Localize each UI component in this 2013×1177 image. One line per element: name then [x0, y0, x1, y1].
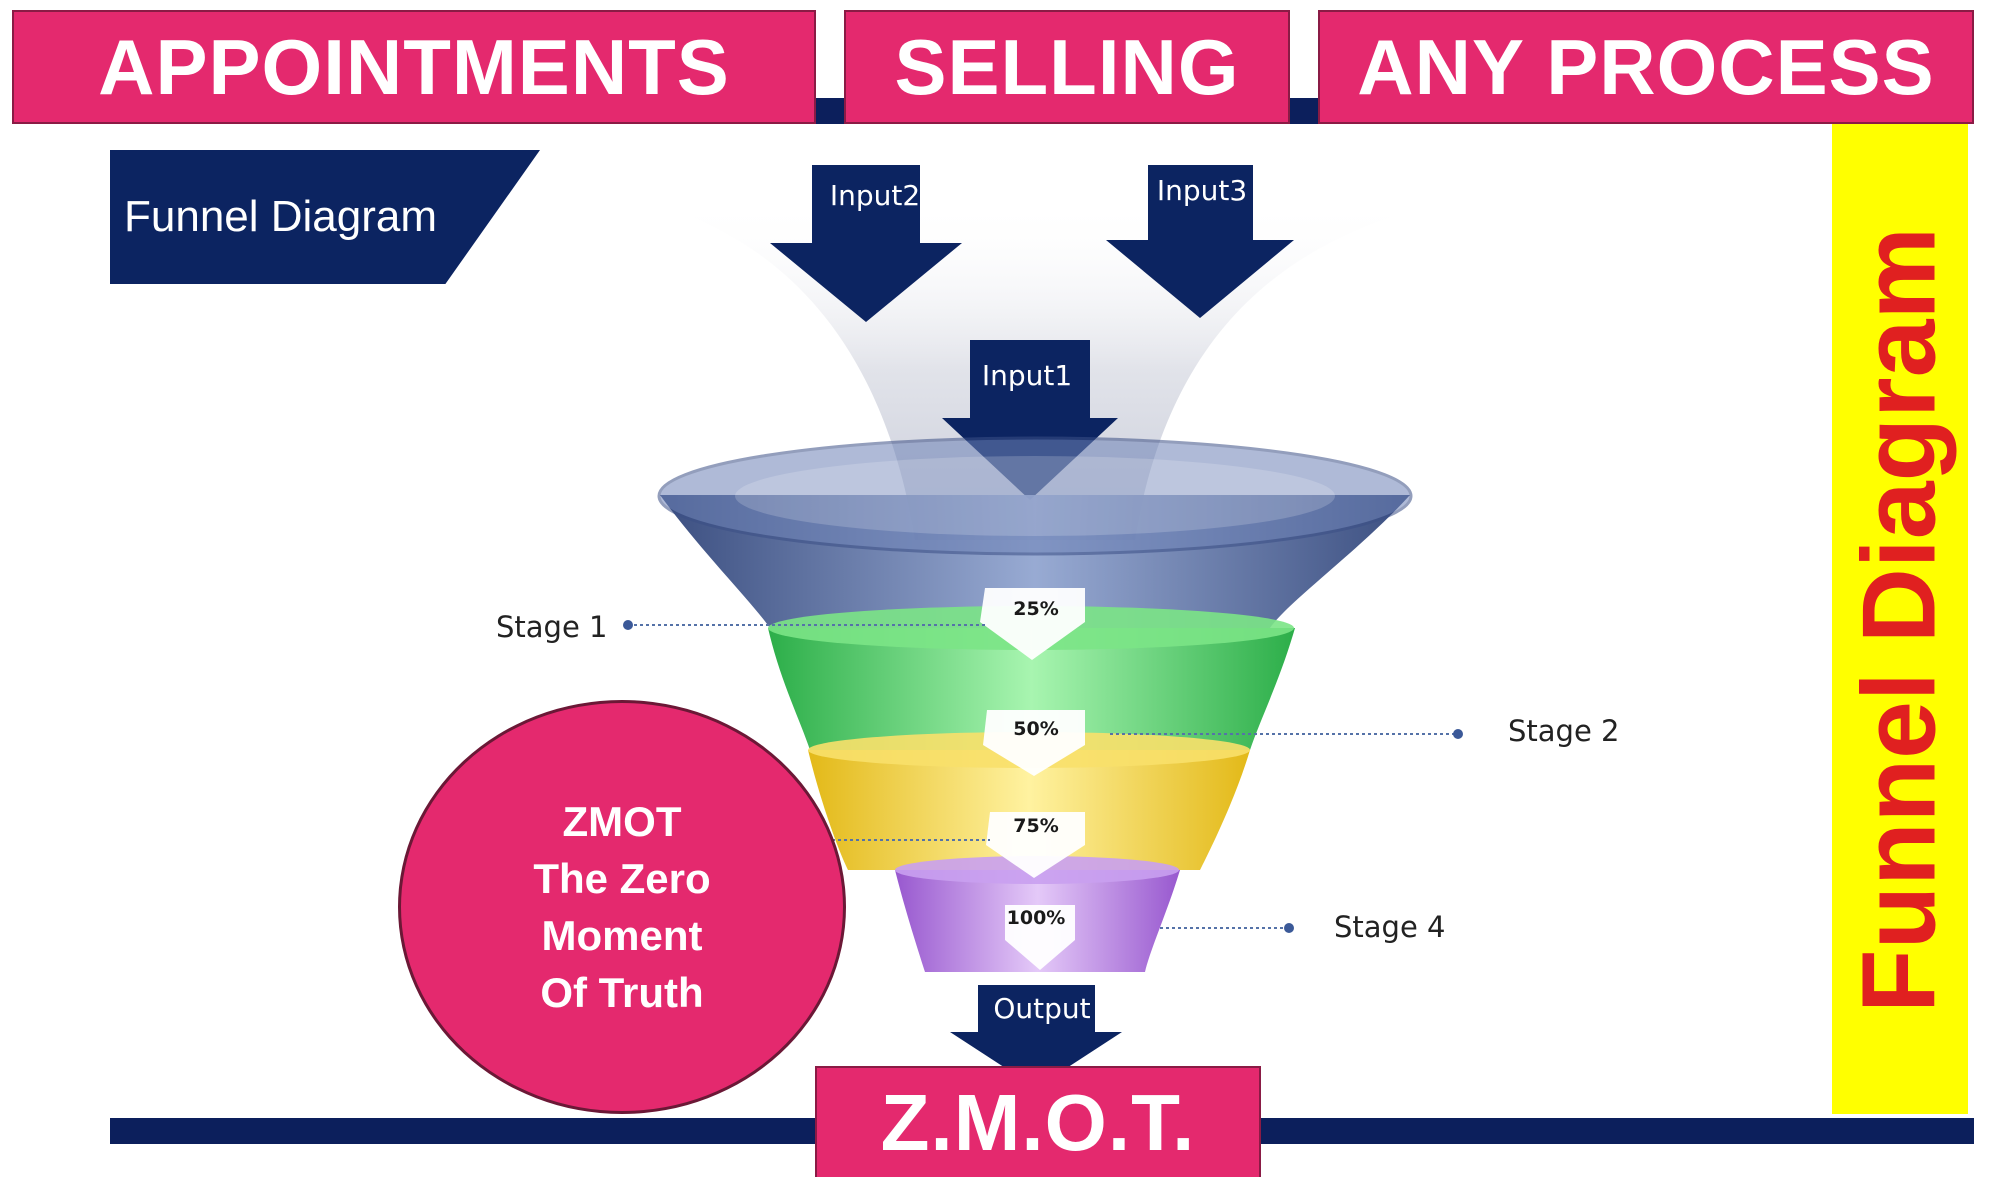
panel-title-text: Funnel Diagram	[124, 192, 438, 241]
any-process-banner-text: ANY PROCESS	[1357, 22, 1935, 111]
zmot-line-2: The Zero	[533, 855, 711, 902]
input2-label: Input2	[830, 179, 920, 212]
appointments-banner-text: APPOINTMENTS	[98, 22, 730, 111]
stage-4-label: Stage 4	[1334, 910, 1445, 944]
zmot-banner: Z.M.O.T.	[815, 1066, 1261, 1177]
output-label: Output	[993, 992, 1090, 1025]
zmot-line-3: Moment	[541, 912, 703, 959]
selling-banner: SELLING	[844, 10, 1290, 124]
stage-4-dot	[1284, 923, 1294, 933]
stage-3-arrow	[986, 812, 1085, 878]
any-process-banner: ANY PROCESS	[1318, 10, 1974, 124]
zmot-circle: ZMOT The Zero Moment Of Truth	[398, 700, 846, 1114]
stage-1-label: Stage 1	[496, 610, 607, 644]
stage-3-percent: 75%	[1013, 815, 1058, 837]
selling-banner-text: SELLING	[894, 22, 1240, 111]
zmot-line-4: Of Truth	[540, 969, 704, 1016]
stage-2-dot	[1453, 729, 1463, 739]
input3-arrow	[1106, 165, 1294, 318]
zmot-banner-text: Z.M.O.T.	[880, 1077, 1196, 1167]
input3-label: Input3	[1157, 174, 1247, 207]
stage-2-arrow	[983, 710, 1085, 776]
stage-1-arrow	[980, 588, 1085, 660]
stage-2-label: Stage 2	[1508, 714, 1619, 748]
stage-1-dot	[623, 620, 633, 630]
input1-arrow	[942, 340, 1118, 500]
side-title-bar	[1832, 124, 1968, 1114]
input2-arrow	[770, 165, 962, 322]
stage-4-percent: 100%	[1007, 907, 1066, 929]
appointments-banner: APPOINTMENTS	[12, 10, 816, 124]
funnel-rim-highlight	[735, 456, 1335, 536]
funnel-rim	[657, 436, 1413, 556]
stage-1-percent: 25%	[1013, 598, 1058, 620]
output-arrow	[950, 985, 1122, 1088]
funnel-stage-2	[768, 628, 1295, 750]
zmot-line-1: ZMOT	[562, 798, 682, 845]
input1-label: Input1	[982, 359, 1072, 392]
stage-4-arrow	[1005, 905, 1075, 970]
stage-2-percent: 50%	[1013, 718, 1058, 740]
